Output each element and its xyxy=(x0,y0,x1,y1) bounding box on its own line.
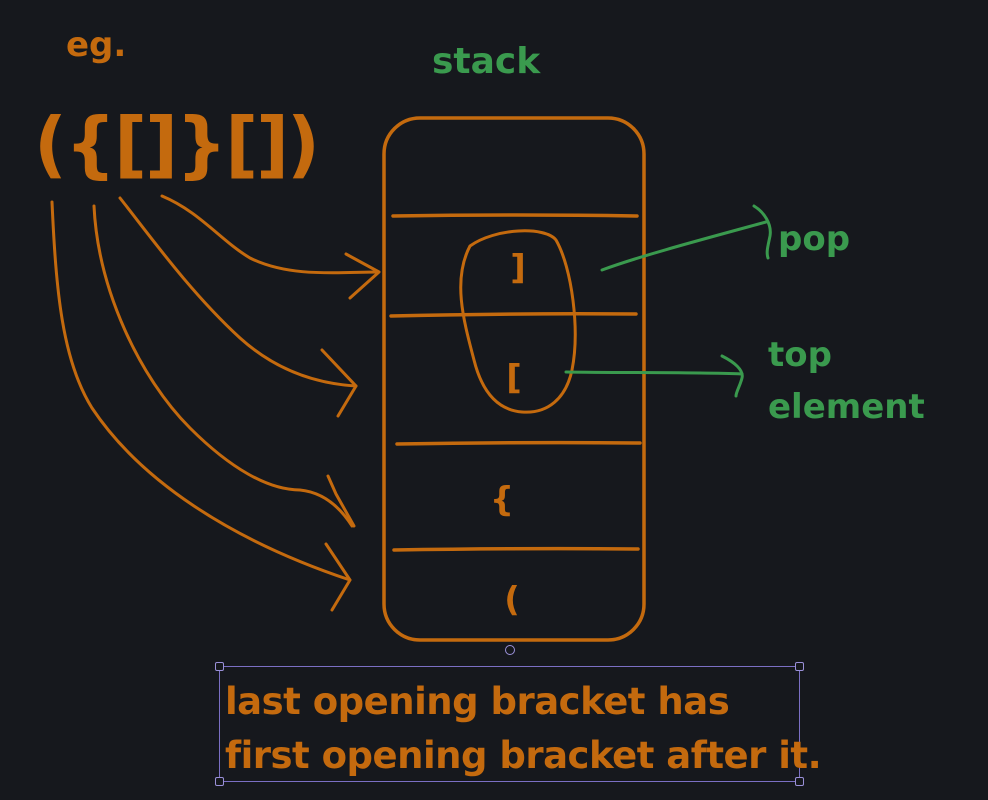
stack-slot-4: ( xyxy=(504,580,520,620)
example-label: eg. xyxy=(66,25,127,65)
stack-container[interactable] xyxy=(382,116,646,642)
caption-line-1[interactable]: last opening bracket has xyxy=(225,680,730,723)
stack-title: stack xyxy=(432,41,541,82)
arrowhead xyxy=(320,348,358,418)
arrow-to-slot-2 xyxy=(118,196,358,388)
arrowhead xyxy=(344,252,381,300)
resize-handle-top-left[interactable] xyxy=(215,662,224,671)
pop-label: pop xyxy=(778,219,851,259)
stack-slot-2: [ xyxy=(506,358,522,398)
arrow-to-slot-4 xyxy=(50,200,352,582)
highlight-loop xyxy=(459,229,577,414)
stack-divider xyxy=(389,312,638,318)
stack-divider xyxy=(395,440,642,446)
example-bracket-expression: ({[]}[]) xyxy=(34,102,320,186)
arrow-to-top-element xyxy=(564,370,744,376)
arrowhead xyxy=(326,474,356,528)
top-element-label-line2: element xyxy=(768,387,925,427)
stack-divider xyxy=(392,546,640,552)
arrowhead xyxy=(324,542,352,612)
caption-line-2[interactable]: first opening bracket after it. xyxy=(225,734,822,777)
arrow-to-slot-1 xyxy=(160,194,380,275)
caption-selection-box[interactable] xyxy=(215,662,804,786)
arrow-to-slot-3 xyxy=(92,204,354,528)
stack-slot-3: { xyxy=(489,480,515,520)
stack-divider xyxy=(391,213,639,218)
stack-slot-1: ] xyxy=(510,248,526,288)
arrowhead xyxy=(752,204,772,260)
arrow-to-pop xyxy=(600,220,768,272)
arrowhead xyxy=(720,354,744,398)
top-element-label-line1: top xyxy=(768,335,832,375)
rotate-handle[interactable] xyxy=(505,645,515,655)
resize-handle-top-right[interactable] xyxy=(795,662,804,671)
resize-handle-bottom-left[interactable] xyxy=(215,777,224,786)
resize-handle-bottom-right[interactable] xyxy=(795,777,804,786)
